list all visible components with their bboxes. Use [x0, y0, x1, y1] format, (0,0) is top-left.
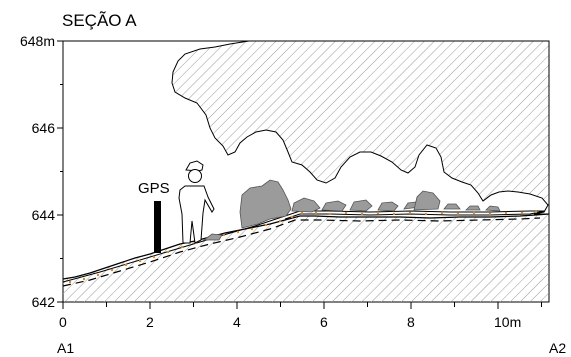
bedrock-floor	[63, 214, 549, 302]
x-tick-label: 6	[320, 314, 328, 330]
y-tick-label: 646	[32, 120, 56, 136]
x-tick-label: 2	[146, 314, 154, 330]
y-axis: 648m 646 644 642	[20, 33, 63, 310]
ceiling-rock	[171, 40, 550, 215]
y-tick-label: 644	[32, 207, 56, 223]
gps-label: GPS	[138, 180, 170, 197]
x-tick-label: 4	[233, 314, 241, 330]
gps-pole	[154, 201, 161, 253]
x-tick-label: 10m	[494, 314, 521, 330]
x-tick-label: 8	[407, 314, 415, 330]
x-axis: 0 2 4 6 8 10m	[59, 302, 542, 330]
endpoint-a1-label: A1	[57, 340, 74, 356]
section-title: SEÇÃO A	[62, 11, 137, 30]
y-tick-label: 642	[32, 294, 56, 310]
boulders	[202, 179, 501, 241]
floor-line	[62, 213, 550, 280]
x-tick-label: 0	[59, 314, 67, 330]
substrate-dashed-line	[62, 217, 541, 287]
endpoint-a2-label: A2	[549, 340, 566, 356]
y-tick-label: 648m	[20, 33, 55, 49]
person-figure-icon	[178, 160, 215, 244]
